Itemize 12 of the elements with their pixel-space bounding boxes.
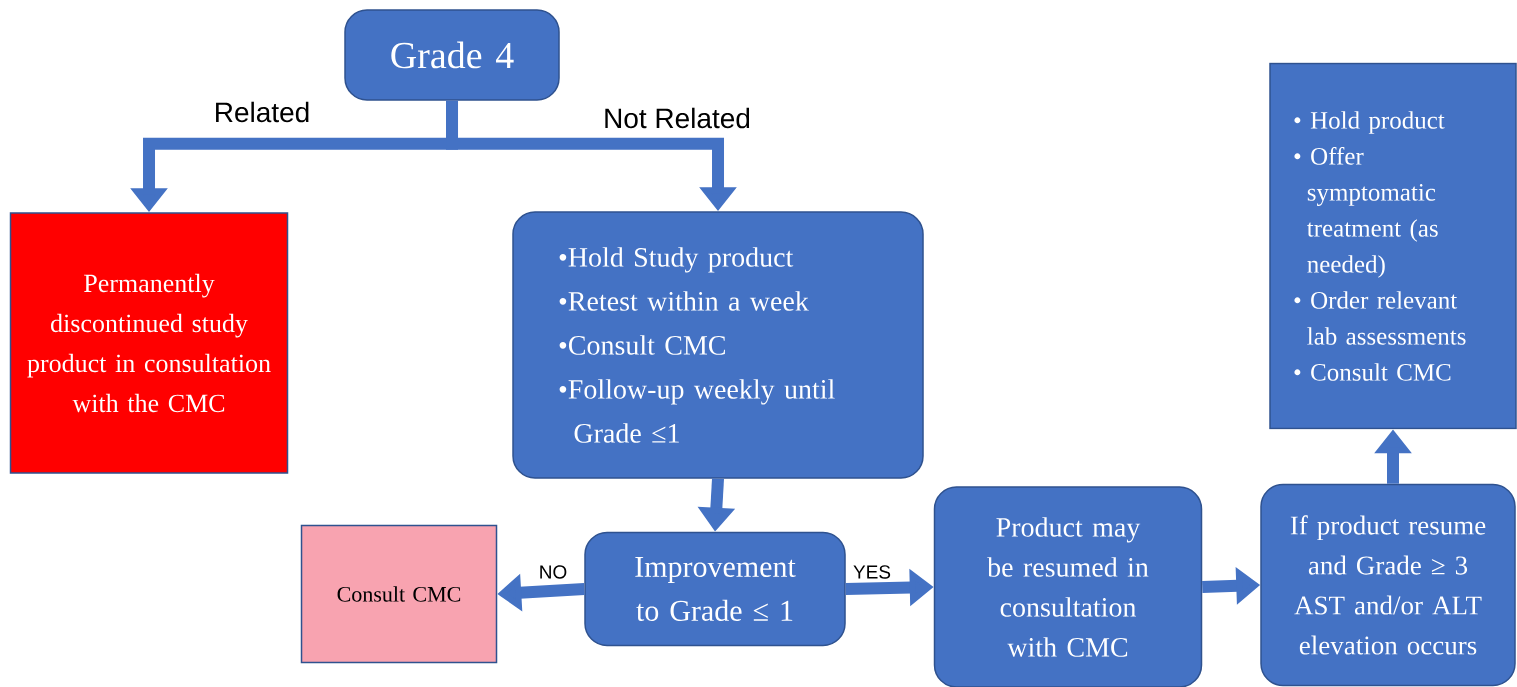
process-box: • Hold product • Offer symptomatic treatment (as needed) • Order relevant lab assessments • Consult CMC bbox=[1269, 62, 1517, 430]
edge-label: YES bbox=[852, 564, 892, 580]
process-box: Product may be resumed in consultation with CMC bbox=[933, 486, 1203, 687]
edge-label: NO bbox=[537, 564, 569, 580]
process-box: Consult CMC bbox=[300, 524, 498, 664]
process-box: Grade 4 bbox=[344, 9, 560, 101]
process-box: If product resume and Grade ≥ 3 AST and/or ALT elevation occurs bbox=[1260, 483, 1516, 687]
edge-label: Related bbox=[212, 100, 312, 124]
decision-box: Improvement to Grade ≤ 1 bbox=[584, 531, 846, 647]
process-box: Permanently discontinued study product in consultation with the CMC bbox=[9, 212, 289, 474]
edge-label: Not Related bbox=[602, 106, 752, 130]
process-box: •Hold Study product •Retest within a week •Consult CMC •Follow-up weekly until Grade ≤1 bbox=[512, 211, 924, 479]
